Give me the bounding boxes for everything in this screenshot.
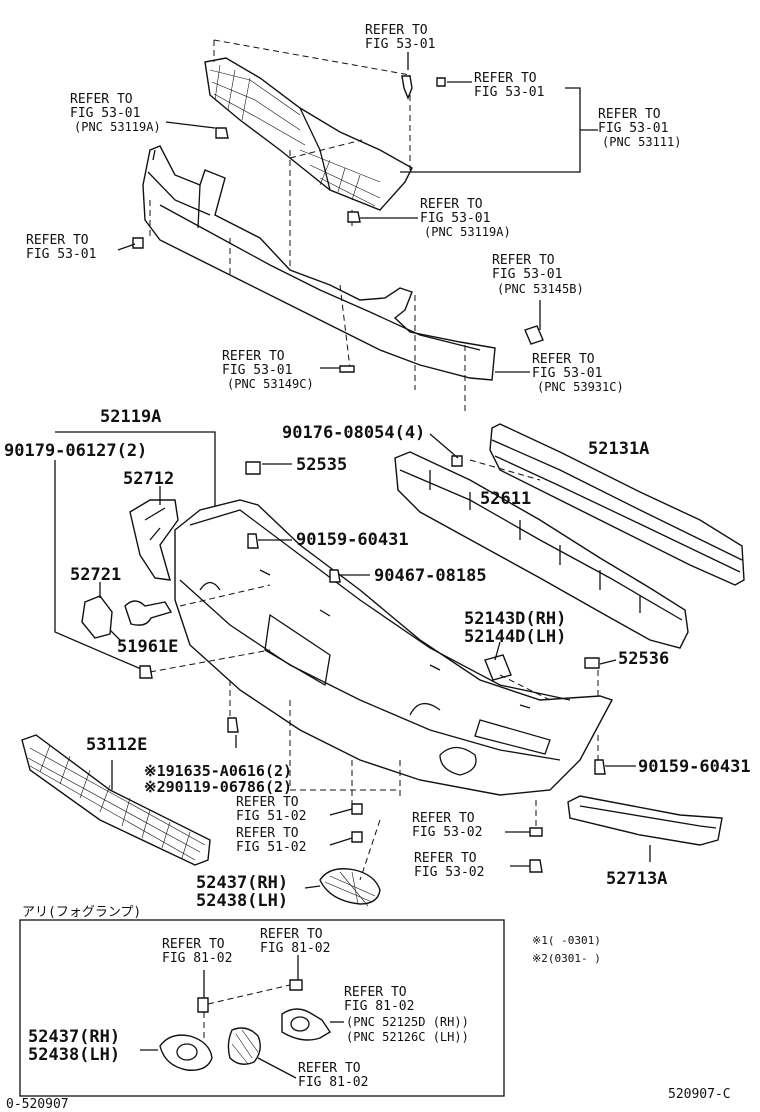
upper-grille [204, 57, 413, 211]
upper-bumper-frame [142, 145, 496, 381]
leader-90179 [54, 460, 149, 673]
part-52131A: 52131A [588, 439, 649, 459]
fog-cover-upper [319, 868, 381, 907]
part-52119A: 52119A [100, 407, 161, 427]
part-52536: 52536 [618, 649, 669, 669]
inset-part-52438-lh: 52438(LH) [28, 1045, 120, 1065]
middle-ref-pointers [99, 433, 651, 889]
footer-right-code: 520907-C [668, 1087, 731, 1102]
inset-frame [19, 919, 505, 1097]
upper-clips [132, 75, 544, 373]
part-90176-08054: 90176-08054(4) [282, 423, 425, 443]
upper-ref-pointers [117, 52, 598, 373]
part-52611: 52611 [480, 489, 531, 509]
part-90119-06786: ※290119-06786(2) [144, 778, 292, 796]
part-52437-rh: 52437(RH) [196, 873, 288, 893]
inset-part-52437-rh: 52437(RH) [28, 1027, 120, 1047]
part-52721: 52721 [70, 565, 121, 585]
part-52713A: 52713A [606, 869, 667, 889]
part-53112E: 53112E [86, 735, 147, 755]
note-2: ※2(0301- ) [532, 952, 601, 965]
note-1: ※1( -0301) [532, 934, 601, 947]
footer-left-code: 0-520907 [6, 1097, 69, 1112]
part-90467-08185: 90467-08185 [374, 566, 487, 586]
part-52438-lh: 52438(LH) [196, 891, 288, 911]
part-90159-60431-b: 90159-60431 [638, 757, 751, 777]
part-52143D: 52143D(RH) [464, 609, 566, 629]
part-90159-60431-a: 90159-60431 [296, 530, 409, 550]
middle-small-parts [81, 455, 606, 873]
lower-grille [21, 734, 211, 866]
fog-lamp-assembly [159, 979, 331, 1071]
part-52535: 52535 [296, 455, 347, 475]
front-bumper-cover [174, 499, 614, 796]
part-90179-06127: 90179-06127(2) [4, 441, 147, 461]
part-52144D: 52144D(LH) [464, 627, 566, 647]
inset-leader-lines [140, 955, 344, 1079]
part-51961E: 51961E [117, 637, 178, 657]
part-52712: 52712 [123, 469, 174, 489]
bumper-reinforcement [489, 423, 745, 586]
middle-leader-lines [149, 459, 599, 881]
impact-absorber [394, 451, 689, 649]
leader-52119A [55, 431, 216, 520]
inset-title: アリ(フォグランプ) [22, 905, 141, 920]
lower-moulding [567, 795, 723, 846]
part-91635-A0616: ※191635-A0616(2) [144, 762, 292, 780]
